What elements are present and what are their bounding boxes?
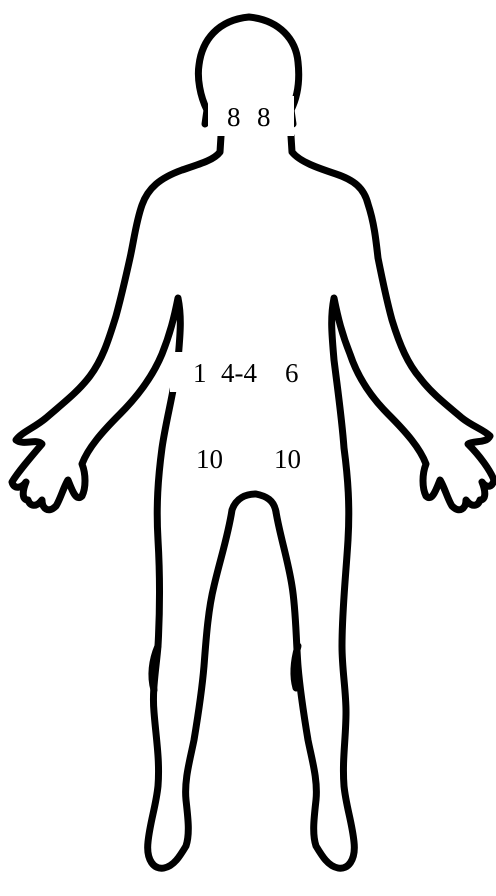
label-abdomen-center: 4-4 [221, 358, 257, 388]
label-abdomen-right: 6 [285, 358, 299, 388]
left-side-outline [12, 136, 276, 868]
right-knee-outline [294, 646, 298, 688]
label-abdomen-left: 1 [193, 358, 207, 388]
right-side-outline [276, 136, 494, 868]
label-face-left: 8 [227, 102, 241, 132]
face-label-patch [208, 96, 294, 136]
body-outline [12, 17, 494, 868]
label-face-right: 8 [257, 102, 271, 132]
label-groin-left: 10 [196, 444, 223, 474]
label-groin-right: 10 [274, 444, 301, 474]
left-ear-outline [205, 110, 207, 124]
